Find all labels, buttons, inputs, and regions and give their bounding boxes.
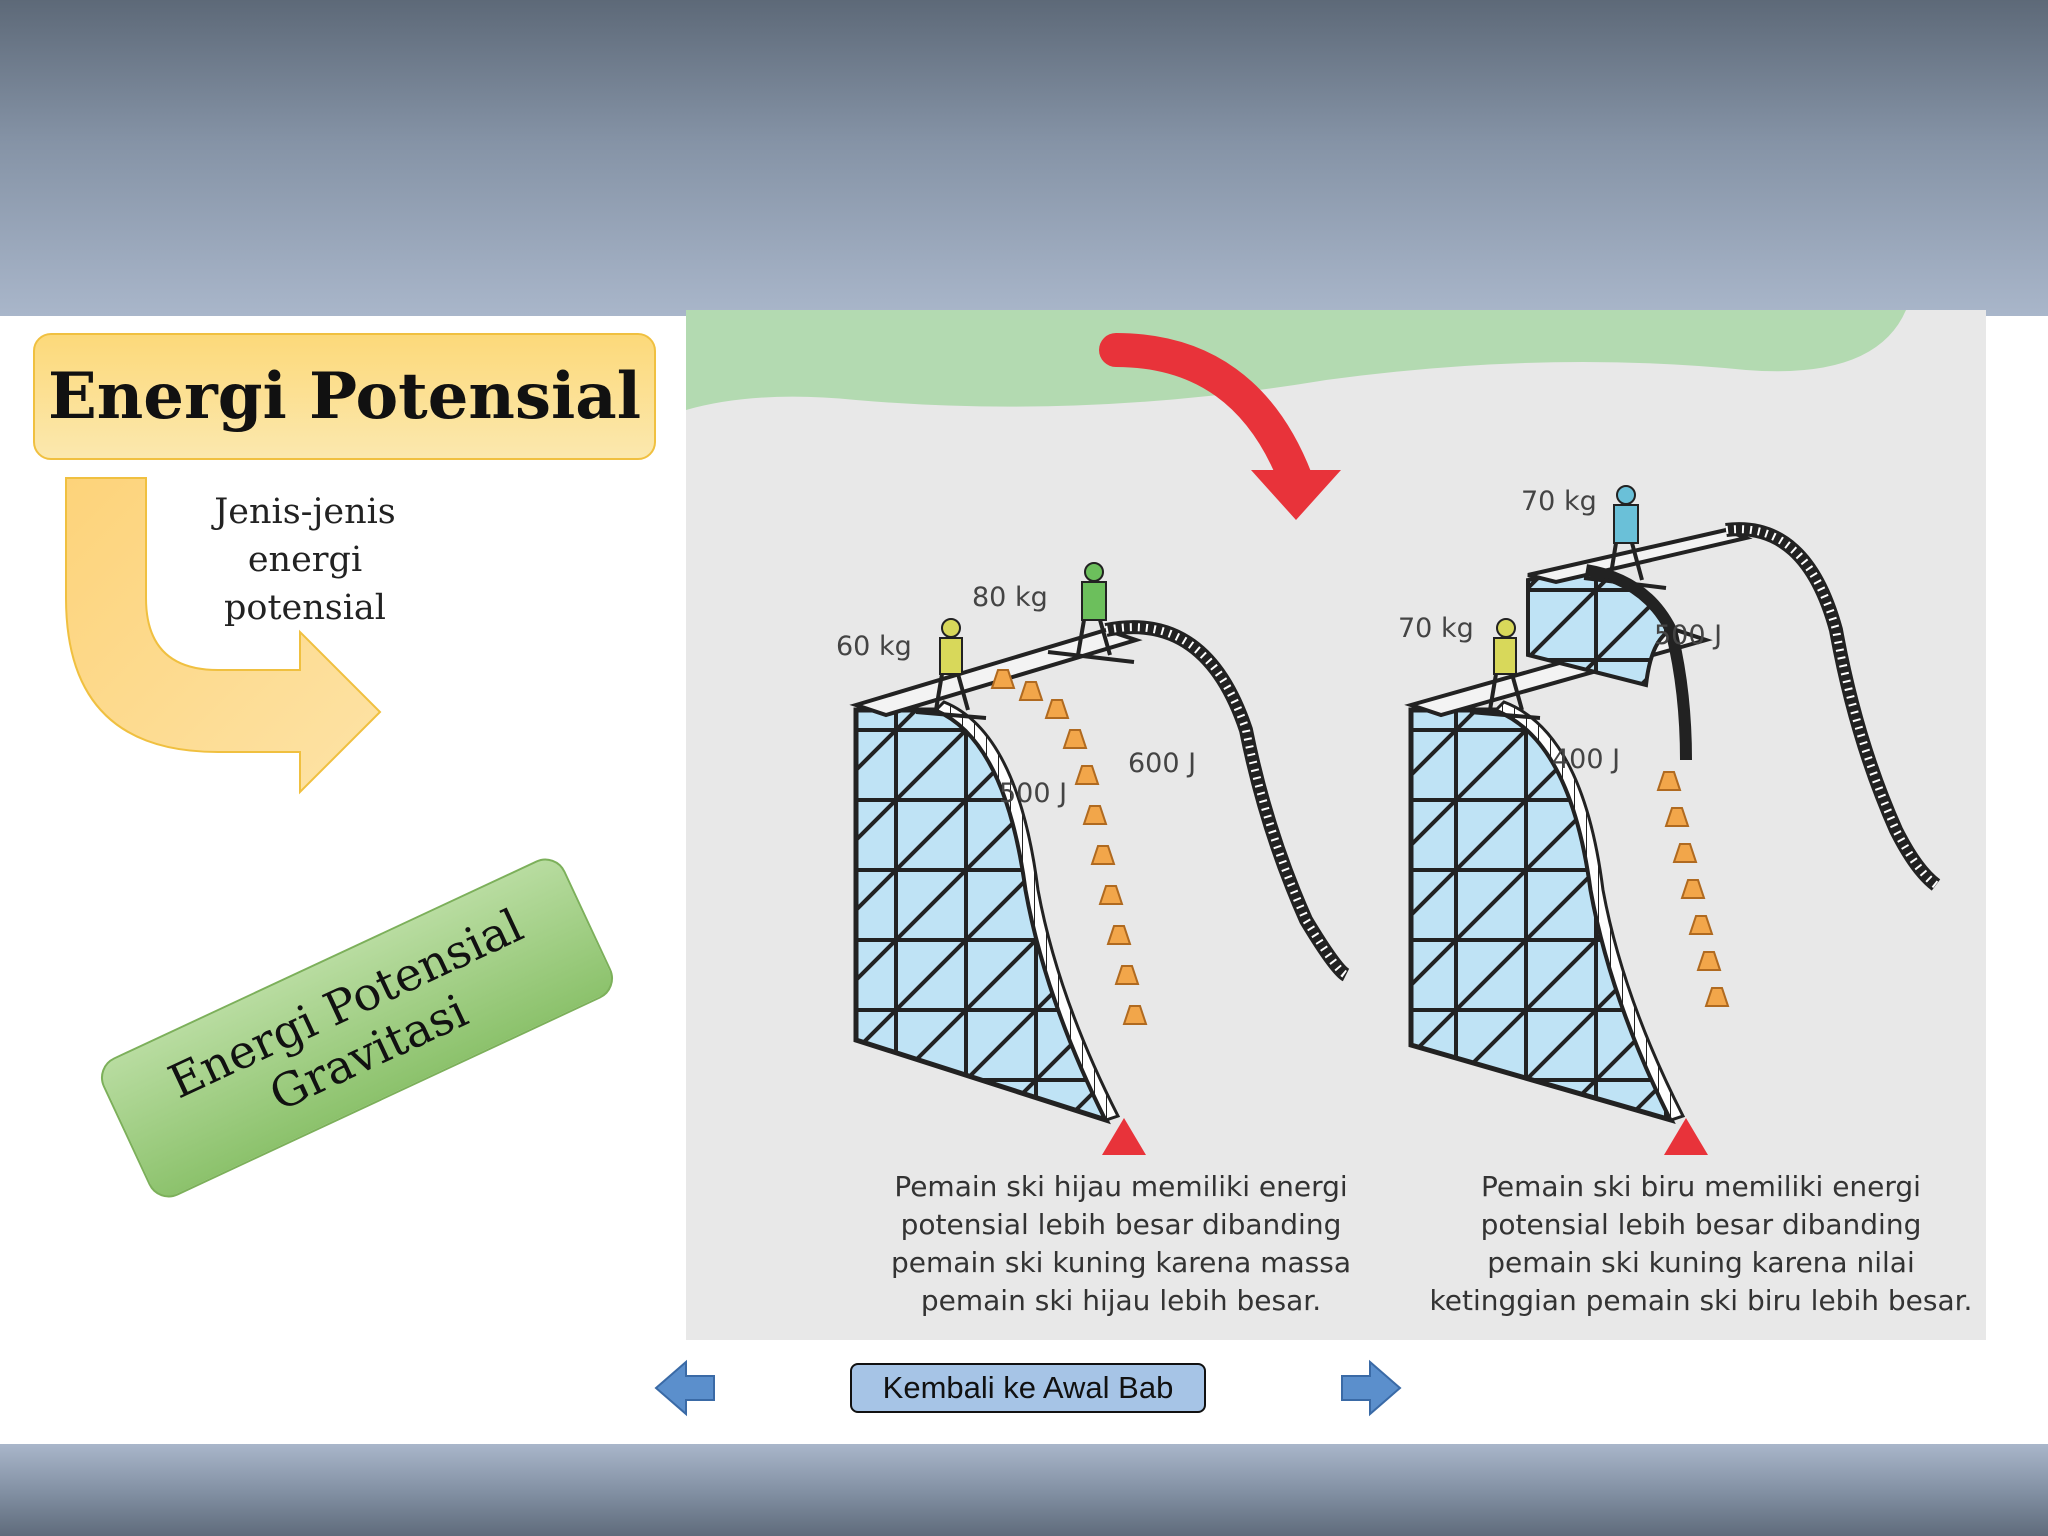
- green-blob: [686, 310, 1906, 410]
- arrow-right-icon[interactable]: [1338, 1358, 1404, 1418]
- triangle-marker-icon: [1664, 1118, 1708, 1155]
- right-blue-mass: 70 kg: [1521, 486, 1597, 517]
- gravity-label: Energi Potensial Gravitasi: [160, 897, 531, 1122]
- left-green-energy: 600 J: [1128, 748, 1196, 779]
- skier-icon: [1469, 618, 1541, 720]
- right-blue-energy: 500 J: [1654, 620, 1722, 651]
- left-ramp: [849, 620, 1350, 1125]
- left-yellow-energy: 500 J: [999, 778, 1067, 809]
- skier-icon: [1583, 485, 1667, 590]
- cone-icon: [1656, 771, 1730, 1007]
- title-box: Energi Potensial: [33, 333, 656, 460]
- right-yellow-energy: 400 J: [1552, 744, 1620, 775]
- left-yellow-mass: 60 kg: [836, 631, 912, 662]
- gravity-box[interactable]: Energi Potensial Gravitasi: [93, 851, 621, 1205]
- slide-title: Energi Potensial: [47, 359, 642, 434]
- skier-icon: [915, 618, 987, 720]
- header-band: [0, 0, 2048, 316]
- skier-icon: [1047, 562, 1135, 664]
- back-to-chapter-button[interactable]: Kembali ke Awal Bab: [850, 1363, 1206, 1413]
- ski-figure: 60 kg 80 kg 500 J 600 J 70 kg 70 kg 500 …: [686, 310, 1986, 1340]
- bent-arrow-icon: [65, 477, 382, 795]
- left-green-mass: 80 kg: [972, 582, 1048, 613]
- caption-right: Pemain ski biru memiliki energi potensia…: [1429, 1170, 1973, 1317]
- caption-left: Pemain ski hijau memiliki energi potensi…: [891, 1170, 1351, 1317]
- ski-illustration: 60 kg 80 kg 500 J 600 J 70 kg 70 kg 500 …: [686, 310, 1941, 1155]
- arrow-left-icon[interactable]: [652, 1358, 718, 1418]
- triangle-marker-icon: [1102, 1118, 1146, 1155]
- footer-band: [0, 1444, 2048, 1536]
- types-label: Jenis-jenis energi potensial: [214, 492, 396, 628]
- cone-icon: [990, 669, 1148, 1025]
- right-yellow-mass: 70 kg: [1398, 613, 1474, 644]
- curved-arrow-icon: [1099, 333, 1341, 520]
